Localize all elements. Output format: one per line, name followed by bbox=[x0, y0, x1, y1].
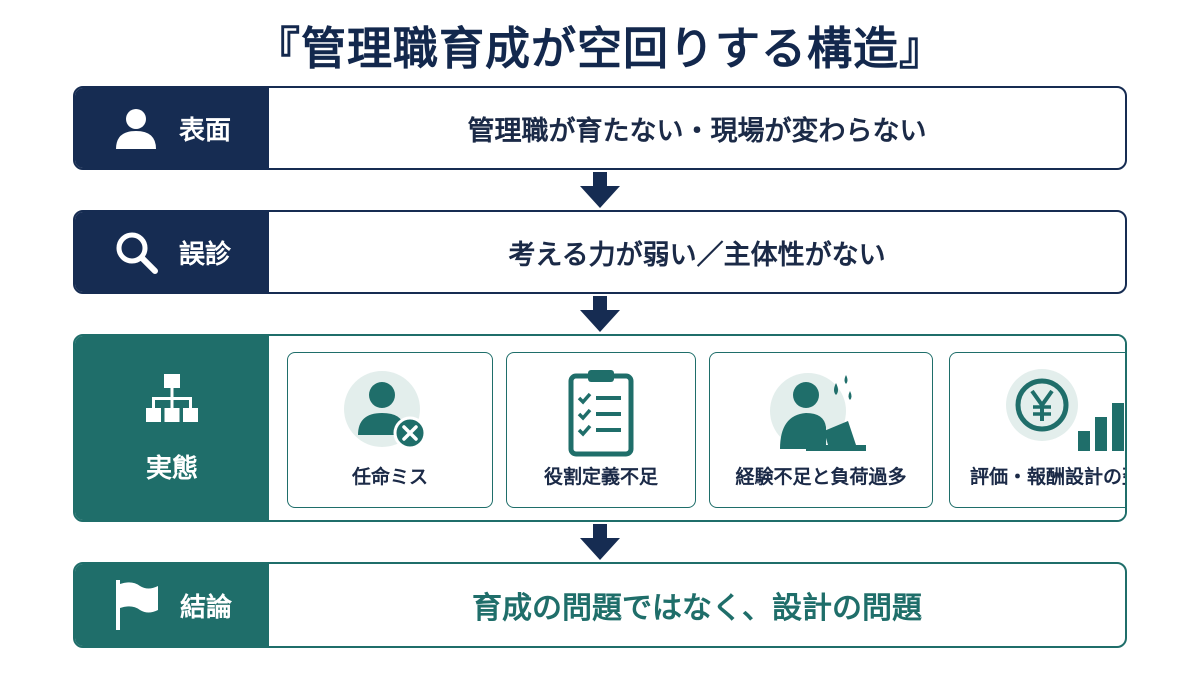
person-icon bbox=[115, 109, 156, 149]
down-arrow-icon bbox=[580, 296, 620, 332]
surface-label-block: 表面 bbox=[75, 88, 269, 168]
misdiagnosis-label: 誤診 bbox=[178, 239, 231, 270]
reality-cards: 任命ミス 役割定義不足 bbox=[269, 336, 1125, 520]
yen-coin-bar-chart-icon bbox=[1006, 369, 1124, 451]
conclusion-text: 育成の問題ではなく、設計の問題 bbox=[472, 591, 922, 626]
search-icon bbox=[116, 232, 158, 274]
reality-card-label: 評価・報酬設計の歪み bbox=[969, 466, 1125, 488]
conclusion-row: 結論 育成の問題ではなく、設計の問題 bbox=[73, 562, 1127, 648]
misdiagnosis-label-block: 誤診 bbox=[75, 212, 269, 292]
conclusion-label-block: 結論 bbox=[75, 564, 269, 646]
clipboard-checklist-icon bbox=[568, 370, 634, 457]
flag-icon bbox=[115, 580, 158, 630]
surface-row: 表面 管理職が育たない・現場が変わらない bbox=[73, 86, 1127, 170]
reality-label: 実態 bbox=[145, 453, 198, 484]
reality-card: 経験不足と負荷過多 bbox=[709, 352, 933, 508]
reality-card-label: 任命ミス bbox=[351, 466, 428, 488]
reality-row: 実態 任命ミス bbox=[73, 334, 1127, 522]
reality-card-label: 役割定義不足 bbox=[543, 466, 658, 488]
reality-card: 役割定義不足 bbox=[506, 352, 696, 508]
surface-text: 管理職が育たない・現場が変わらない bbox=[467, 115, 927, 147]
person-x-icon bbox=[344, 371, 427, 450]
reality-card: 任命ミス bbox=[287, 352, 493, 508]
misdiagnosis-row: 誤診 考える力が弱い／主体性がない bbox=[73, 210, 1127, 294]
org-chart-icon bbox=[146, 373, 198, 422]
conclusion-label: 結論 bbox=[179, 592, 232, 623]
down-arrow-icon bbox=[580, 524, 620, 560]
page-title: 『管理職育成が空回りする構造』 bbox=[254, 22, 945, 75]
reality-label-block: 実態 bbox=[75, 336, 269, 520]
reality-card-label: 経験不足と負荷過多 bbox=[735, 466, 907, 488]
reality-card: 評価・報酬設計の歪み bbox=[949, 352, 1125, 508]
surface-label: 表面 bbox=[178, 115, 231, 146]
down-arrow-icon bbox=[580, 172, 620, 208]
person-laptop-sweat-icon bbox=[770, 373, 866, 451]
misdiagnosis-text: 考える力が弱い／主体性がない bbox=[508, 239, 886, 271]
